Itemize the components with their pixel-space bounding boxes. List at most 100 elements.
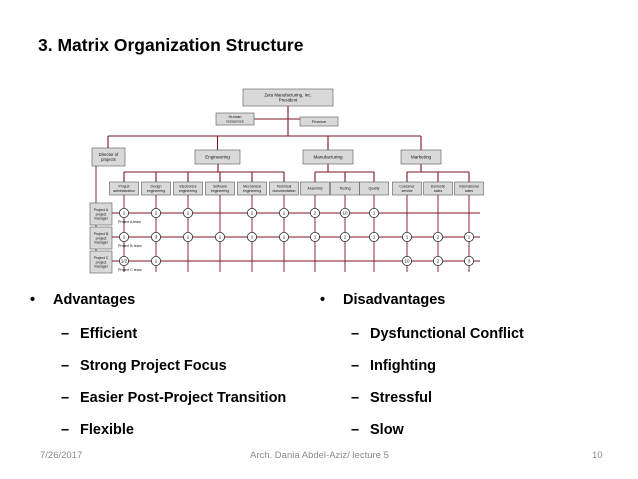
project-manager-box bbox=[89, 202, 113, 226]
function-box-text: sales bbox=[465, 189, 473, 193]
staff-count-label: 1 bbox=[344, 235, 347, 240]
staff-count-circle bbox=[368, 208, 379, 219]
dash: – bbox=[61, 390, 70, 406]
staff-count-label: 1 bbox=[251, 235, 254, 240]
project-manager-box bbox=[89, 226, 113, 250]
director-box bbox=[91, 147, 126, 167]
staff-count-label: 1 bbox=[283, 211, 286, 216]
footer-page-number: 10 bbox=[592, 450, 603, 461]
staff-count-label: 1/2 bbox=[121, 259, 128, 264]
staff-count-circle bbox=[183, 231, 194, 242]
staff-count-circle bbox=[401, 255, 412, 266]
footer-date: 7/26/2017 bbox=[40, 450, 83, 461]
staff-count-circle bbox=[368, 231, 379, 242]
project-manager-box-text: project bbox=[96, 236, 107, 240]
advantages-bullet: • bbox=[30, 292, 36, 308]
staff-count-label: 10 bbox=[342, 211, 348, 216]
function-box-text: documentation bbox=[273, 189, 296, 193]
project-manager-box-text: Project B bbox=[94, 232, 109, 236]
staff-count-circle bbox=[118, 231, 129, 242]
staff-count-label: 1 bbox=[406, 235, 409, 240]
function-box-text: Testing bbox=[339, 187, 350, 191]
staff-count-circle bbox=[309, 208, 320, 219]
staff-count-circle bbox=[183, 208, 194, 219]
department-box-text: Marketing bbox=[411, 155, 432, 160]
director-box-text: Director of bbox=[99, 152, 119, 157]
staff-box-text: Human bbox=[229, 114, 242, 119]
staff-count-label: 1 bbox=[187, 211, 190, 216]
staff-count-label: 1 bbox=[219, 235, 222, 240]
project-manager-box-text: manager bbox=[94, 264, 109, 268]
staff-count-label: 1 bbox=[373, 211, 376, 216]
project-manager-box-text: project bbox=[96, 260, 107, 264]
staff-count-circle bbox=[432, 231, 443, 242]
staff-count-circle bbox=[151, 231, 162, 242]
staff-count-label: 1 bbox=[283, 235, 286, 240]
staff-count-label: 2 bbox=[155, 211, 158, 216]
staff-count-circle bbox=[118, 255, 129, 266]
disadvantages-bullet: • bbox=[320, 292, 326, 308]
staff-count-label: 1 bbox=[123, 211, 126, 216]
staff-count-circle bbox=[151, 208, 162, 219]
function-box-text: engineering bbox=[147, 189, 165, 193]
staff-count-label: 2 bbox=[437, 259, 440, 264]
staff-count-circle bbox=[339, 231, 350, 242]
staff-count-circle bbox=[463, 255, 474, 266]
function-box-text: Design bbox=[151, 185, 162, 189]
function-box-text: Electronics bbox=[179, 185, 196, 189]
function-box-text: Project bbox=[119, 185, 130, 189]
function-box-text: engineering bbox=[243, 189, 261, 193]
function-box-text: service bbox=[401, 189, 412, 193]
function-box-text: Customer bbox=[399, 185, 415, 189]
function-box-text: Software bbox=[213, 185, 227, 189]
president-box-text: President bbox=[279, 98, 298, 103]
staff-count-circle bbox=[215, 231, 226, 242]
dash: – bbox=[351, 326, 360, 342]
staff-count-label: 1 bbox=[468, 235, 471, 240]
advantage-item: Strong Project Focus bbox=[80, 358, 227, 374]
function-box-text: engineering bbox=[179, 189, 197, 193]
project-manager-box-text: Project A bbox=[94, 208, 109, 212]
function-box-text: Assembly bbox=[307, 187, 322, 191]
staff-count-label: 1 bbox=[373, 235, 376, 240]
disadvantage-item: Slow bbox=[370, 422, 404, 438]
matrix-org-chart: Zeta Manufacturing, Inc.PresidentHumanre… bbox=[89, 88, 484, 274]
advantage-item: Efficient bbox=[80, 326, 138, 342]
slide-title: 3. Matrix Organization Structure bbox=[38, 35, 304, 55]
project-team-label: Project A team bbox=[118, 220, 141, 224]
function-box-text: sales bbox=[434, 189, 442, 193]
disadvantage-item: Infighting bbox=[370, 358, 437, 374]
disadvantages-heading: Disadvantages bbox=[343, 292, 446, 308]
director-box-text: projects bbox=[101, 157, 116, 162]
staff-count-circle bbox=[309, 231, 320, 242]
function-box-text: Technical bbox=[277, 185, 292, 189]
project-team-label: Project B team bbox=[118, 244, 142, 248]
disadvantage-item: Dysfunctional Conflict bbox=[370, 326, 524, 342]
staff-count-circle bbox=[151, 255, 162, 266]
department-box-text: Engineering bbox=[205, 155, 230, 160]
department-box-text: Manufacturing bbox=[313, 155, 343, 160]
staff-count-label: 3 bbox=[155, 235, 158, 240]
staff-count-label: 1 bbox=[314, 235, 317, 240]
president-box-text: Zeta Manufacturing, Inc. bbox=[264, 93, 311, 98]
staff-count-label: 2 bbox=[314, 211, 317, 216]
dash: – bbox=[61, 326, 70, 342]
staff-count-circle bbox=[463, 231, 474, 242]
advantage-item: Easier Post-Project Transition bbox=[80, 390, 287, 406]
project-manager-box-text: manager bbox=[94, 240, 109, 244]
staff-count-circle bbox=[432, 255, 443, 266]
footer-author: Arch. Dania Abdel-Aziz/ lecture 5 bbox=[250, 450, 389, 461]
advantage-item: Flexible bbox=[80, 422, 134, 438]
staff-count-label: 2 bbox=[437, 235, 440, 240]
staff-count-label: 10 bbox=[404, 259, 410, 264]
staff-count-circle bbox=[339, 208, 350, 219]
dash: – bbox=[61, 422, 70, 438]
staff-count-label: 1 bbox=[155, 259, 158, 264]
disadvantage-item: Stressful bbox=[370, 390, 433, 406]
project-manager-box-text: project bbox=[96, 212, 107, 216]
project-manager-box-text: manager bbox=[94, 216, 109, 220]
function-box-text: Quality bbox=[369, 187, 380, 191]
staff-box bbox=[299, 116, 339, 127]
staff-box-text: resources bbox=[226, 119, 244, 124]
staff-box-text: Finance bbox=[312, 119, 327, 124]
